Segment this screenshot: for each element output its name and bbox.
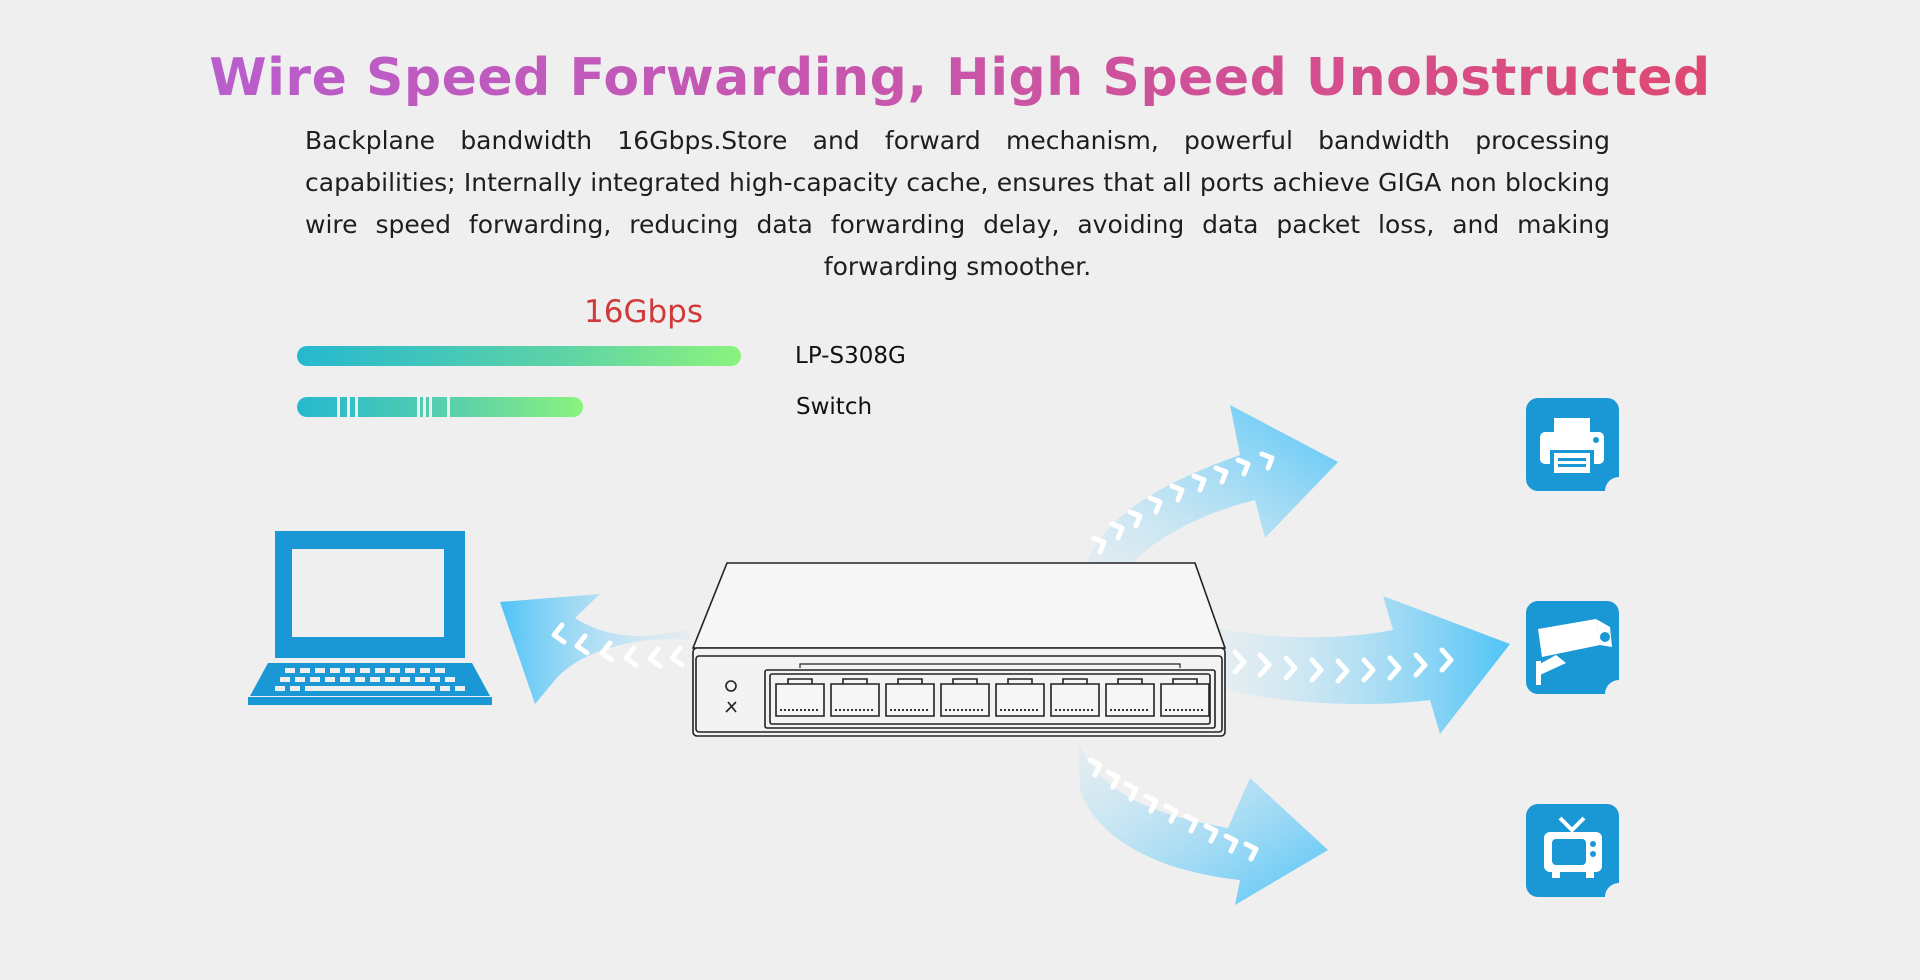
speed-label: 16Gbps (584, 294, 703, 330)
laptop-icon (248, 531, 492, 705)
printer-tile (1526, 398, 1619, 491)
bar-label-lp-s308g: LP-S308G (795, 343, 906, 369)
camera-tile (1526, 601, 1619, 694)
bar-label-switch: Switch (796, 394, 873, 420)
ethernet-ports (775, 678, 1210, 717)
page-title: Wire Speed Forwarding, High Speed Unobst… (0, 48, 1920, 108)
bandwidth-bar-switch (297, 397, 583, 417)
status-led (725, 680, 737, 713)
arrow-to-laptop (500, 594, 690, 704)
tv-icon (1544, 816, 1619, 897)
arrow-to-tv (1078, 740, 1328, 905)
camera-icon (1536, 619, 1619, 694)
tv-tile (1526, 804, 1619, 897)
bandwidth-bar-lp-s308g (297, 346, 741, 366)
arrow-to-printer (1088, 405, 1338, 580)
printer-icon (1540, 418, 1619, 491)
description-text: Backplane bandwidth 16Gbps.Store and for… (305, 126, 1610, 281)
network-switch (691, 562, 1227, 737)
arrow-to-camera (1220, 596, 1510, 734)
